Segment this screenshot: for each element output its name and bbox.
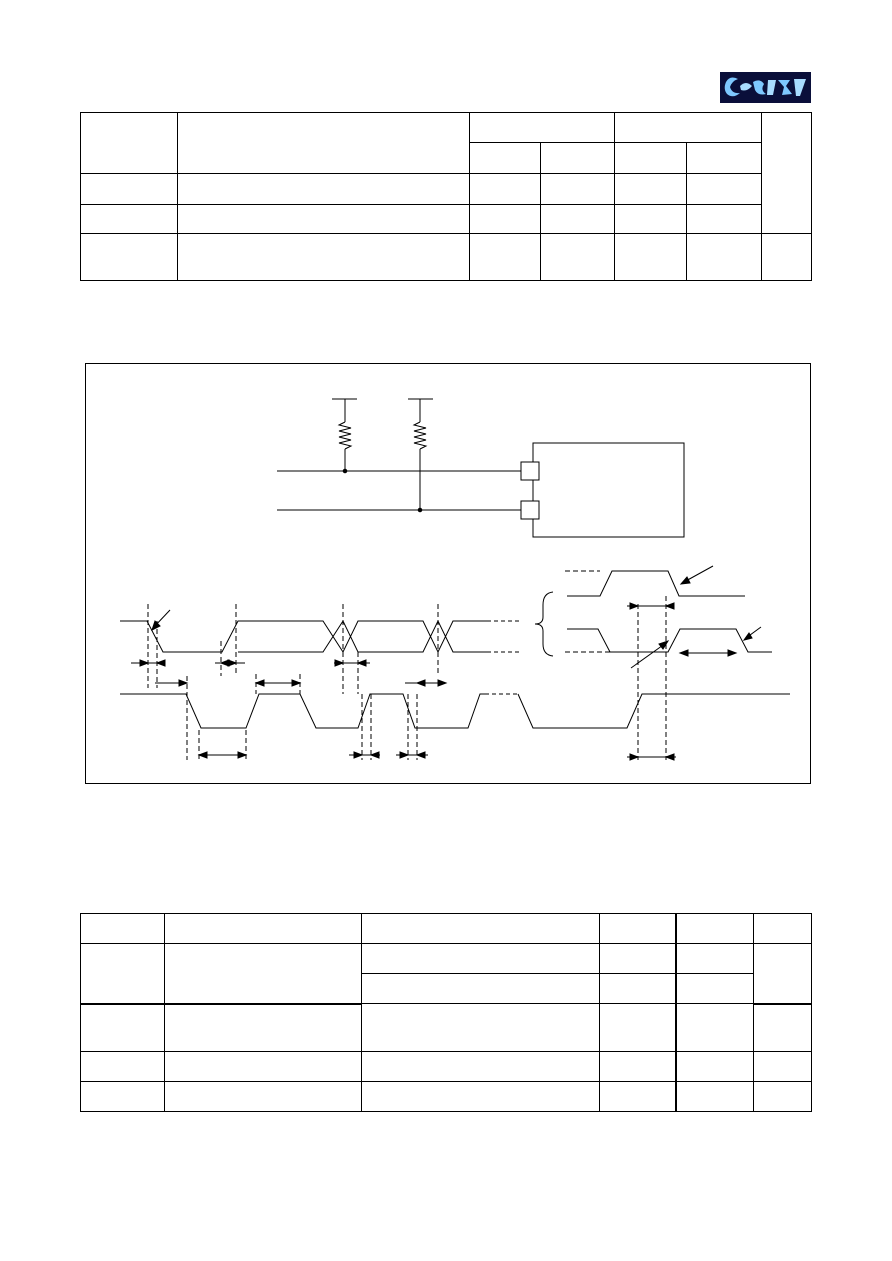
table-cell <box>674 1081 754 1112</box>
table-cell <box>614 204 687 234</box>
table-cell <box>361 1003 600 1052</box>
device-box <box>532 442 685 538</box>
timing-characteristics-table <box>80 913 812 1112</box>
electrical-characteristics-table <box>80 112 812 281</box>
table-cell <box>164 1051 362 1082</box>
table-cell <box>686 204 762 234</box>
table-header-cell <box>469 112 615 143</box>
table-cell <box>80 1003 165 1052</box>
table-cell <box>599 1003 676 1052</box>
table-cell <box>80 1081 165 1112</box>
table-cell <box>674 943 754 974</box>
table-header-cell <box>80 913 165 944</box>
table-cell <box>599 1051 676 1082</box>
table-cell <box>599 973 676 1004</box>
table-cell <box>599 943 676 974</box>
table-cell <box>540 204 615 234</box>
table-cell <box>80 233 178 281</box>
table-cell <box>80 204 178 234</box>
table-cell <box>761 233 812 281</box>
pull-up-circuit <box>277 398 685 538</box>
table-cell <box>164 943 362 1005</box>
scl-waveform <box>120 693 790 729</box>
table-cell <box>614 233 687 281</box>
sda-waveform <box>120 619 522 654</box>
table-cell <box>599 1081 676 1112</box>
table-cell <box>164 1081 362 1112</box>
table-cell <box>540 233 615 281</box>
table-header-cell <box>614 112 762 143</box>
table-header-cell <box>177 112 470 174</box>
table-cell <box>753 1051 812 1082</box>
table-cell <box>469 204 541 234</box>
table-cell <box>540 173 615 205</box>
timing-reference-lines <box>147 596 667 760</box>
scl-pin-box <box>520 500 540 520</box>
table-cell <box>753 943 812 1005</box>
sda-pin-box <box>520 461 540 481</box>
table-header-cell <box>599 913 676 944</box>
table-header-cell <box>361 913 600 944</box>
table-cell <box>753 1003 812 1052</box>
table-cell <box>361 1051 600 1082</box>
timing-diagram-frame <box>85 363 811 784</box>
table-header-cell <box>674 913 754 944</box>
table-cell <box>361 1081 600 1112</box>
table-cell <box>80 943 165 1005</box>
table-cell <box>164 1003 362 1052</box>
company-logo <box>720 72 811 103</box>
table-cell <box>80 1051 165 1082</box>
table-cell <box>674 1051 754 1082</box>
annotation-pointers <box>151 565 762 669</box>
stop-condition-detail <box>534 570 772 657</box>
table-cell <box>177 233 470 281</box>
table-cell <box>753 1081 812 1112</box>
table-cell <box>361 973 600 1004</box>
table-header-cell <box>164 913 362 944</box>
table-header-cell <box>753 913 812 944</box>
table-cell <box>469 233 541 281</box>
table-header-cell <box>761 112 812 234</box>
table-cell <box>361 943 600 974</box>
table-cell <box>686 233 762 281</box>
table-cell <box>674 973 754 1004</box>
table-cell <box>177 173 470 205</box>
table-cell <box>674 1003 754 1052</box>
table-cell <box>686 173 762 205</box>
timing-dimension-arrows <box>131 602 738 761</box>
table-cell <box>469 173 541 205</box>
